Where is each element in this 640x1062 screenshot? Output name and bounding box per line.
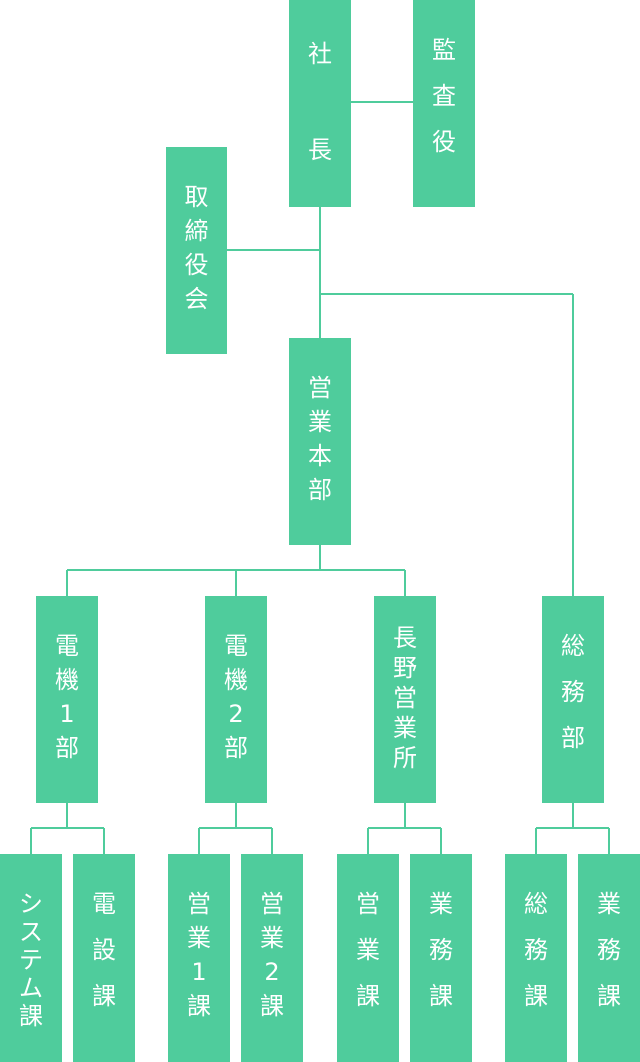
label-char: 課 [19, 1002, 43, 1030]
box-section-eigyo: 営業課 [337, 854, 399, 1062]
label-char: 1 [59, 700, 75, 728]
label-char: シ [19, 890, 43, 918]
box-dept-denki2: 電機 2 部 [205, 596, 267, 803]
box-auditor: 監査役 [413, 0, 475, 207]
label-char: 2 [228, 700, 244, 728]
label-char: 取 [184, 183, 209, 211]
label-section-eigyo: 営業課 [337, 892, 399, 1008]
label-char: 業 [429, 890, 453, 918]
label-char: 課 [92, 982, 116, 1010]
box-dept-nagano: 長野営業所 [374, 596, 436, 803]
label-char: 1 [191, 958, 207, 986]
label-char: 務 [524, 936, 548, 964]
label-president: 社長 [289, 42, 351, 162]
label-char: 監 [432, 36, 456, 64]
box-dept-somu: 総務部 [542, 596, 604, 803]
label-char: 営 [308, 374, 332, 402]
label-char: テ [19, 946, 43, 974]
label-board: 取締役会 [166, 185, 227, 311]
label-char: 部 [561, 724, 585, 752]
label-section-eigyo1: 営業 1 課 [168, 892, 230, 1018]
label-char: 電 [55, 632, 79, 660]
label-char: 2 [264, 958, 280, 986]
label-char: 締 [184, 217, 209, 245]
label-char: 総 [524, 890, 548, 918]
label-section-gyomu-somu: 業務課 [578, 892, 640, 1008]
label-dept-nagano: 長野営業所 [374, 626, 436, 770]
label-char: 業 [260, 924, 284, 952]
label-char: 部 [55, 734, 79, 762]
label-dept-denki2: 電機 2 部 [205, 634, 267, 760]
label-char: 課 [260, 992, 284, 1020]
box-dept-denki1: 電機 1 部 [36, 596, 98, 803]
label-dept-somu: 総務部 [542, 634, 604, 750]
label-char: 部 [308, 476, 332, 504]
label-char: 役 [184, 251, 209, 279]
label-char: 総 [561, 632, 585, 660]
label-char: ム [19, 974, 43, 1002]
label-char: 営 [187, 890, 211, 918]
box-section-densetsu: 電設課 [73, 854, 135, 1062]
label-char: 所 [393, 744, 417, 772]
label-char: 社 [308, 40, 332, 68]
box-section-somu: 総務課 [505, 854, 567, 1062]
label-char: 電 [224, 632, 248, 660]
label-char: 業 [187, 924, 211, 952]
label-char: 本 [308, 442, 332, 470]
label-section-somu: 総務課 [505, 892, 567, 1008]
label-char: 長 [393, 624, 417, 652]
label-char: 業 [356, 936, 380, 964]
label-char: 会 [184, 285, 209, 313]
label-char: 営 [260, 890, 284, 918]
label-char: 務 [429, 936, 453, 964]
label-char: 機 [224, 666, 248, 694]
label-char: ス [19, 918, 43, 946]
label-char: 課 [187, 992, 211, 1020]
label-char: 業 [597, 890, 621, 918]
box-section-eigyo2: 営業 2 課 [241, 854, 303, 1062]
box-president: 社長 [289, 0, 351, 207]
label-char: 務 [561, 678, 585, 706]
label-dept-denki1: 電機 1 部 [36, 634, 98, 760]
label-section-gyomu-nagano: 業務課 [410, 892, 472, 1008]
label-char: 業 [308, 408, 332, 436]
box-board: 取締役会 [166, 147, 227, 354]
label-char: 設 [92, 936, 116, 964]
label-char: 課 [429, 982, 453, 1010]
label-char: 業 [393, 714, 417, 742]
label-section-densetsu: 電設課 [73, 892, 135, 1008]
label-char: 課 [524, 982, 548, 1010]
label-char: 課 [356, 982, 380, 1010]
label-char: 部 [224, 734, 248, 762]
label-char: 役 [432, 128, 456, 156]
label-char: 務 [597, 936, 621, 964]
label-char: 機 [55, 666, 79, 694]
label-section-system: システム課 [0, 892, 62, 1028]
label-char: 長 [308, 136, 332, 164]
box-section-gyomu-somu: 業務課 [578, 854, 640, 1062]
label-char: 野 [393, 654, 417, 682]
label-char: 査 [432, 82, 456, 110]
label-char: 営 [393, 684, 417, 712]
label-sales-hq: 営業本部 [289, 376, 351, 502]
label-char: 課 [597, 982, 621, 1010]
box-sales-hq: 営業本部 [289, 338, 351, 545]
label-section-eigyo2: 営業 2 課 [241, 892, 303, 1018]
box-section-system: システム課 [0, 854, 62, 1062]
label-auditor: 監査役 [413, 38, 475, 154]
label-char: 営 [356, 890, 380, 918]
box-section-eigyo1: 営業 1 課 [168, 854, 230, 1062]
label-char: 電 [92, 890, 116, 918]
box-section-gyomu-nagano: 業務課 [410, 854, 472, 1062]
